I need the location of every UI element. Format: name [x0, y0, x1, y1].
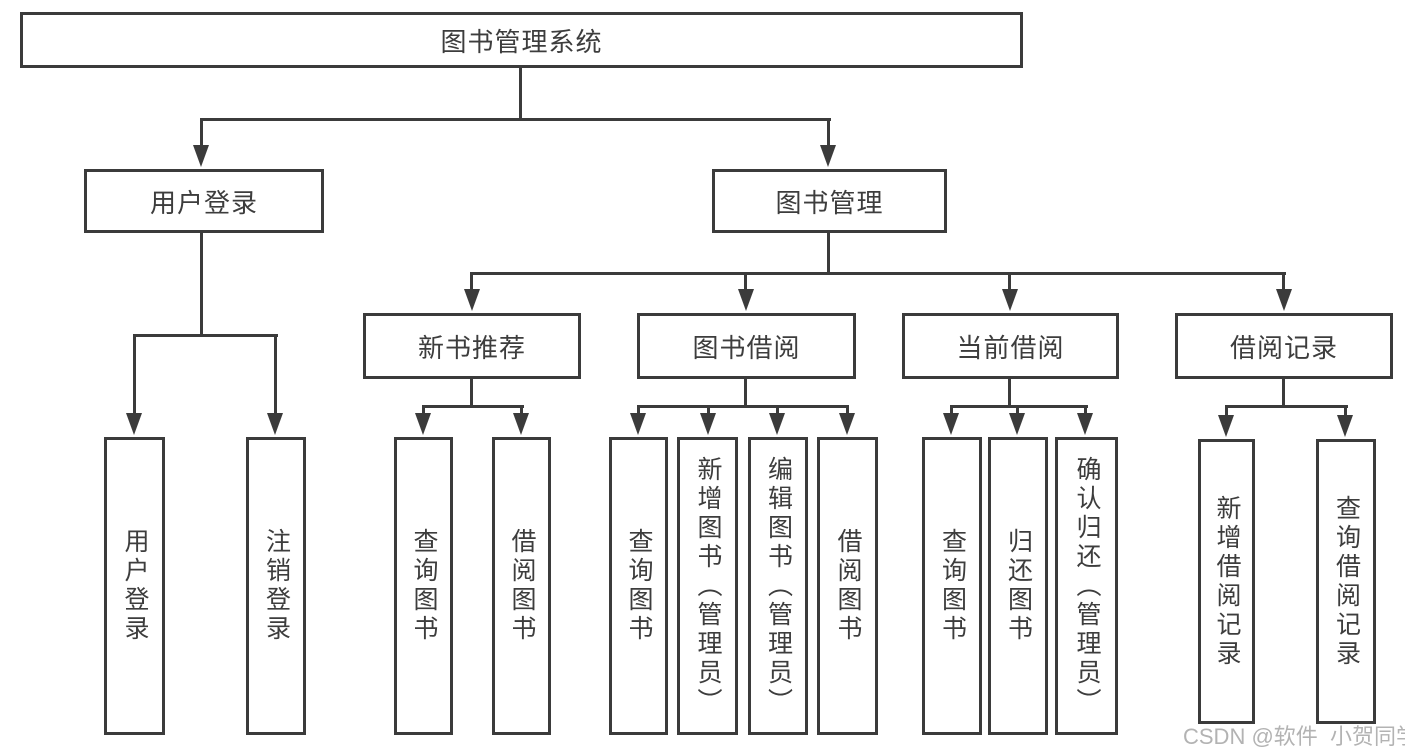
node-current-borrow-label: 当前借阅 [956, 332, 1065, 363]
connector-borrow-stem [744, 272, 747, 290]
leaf-current-query-book-label: 查询图书 [938, 528, 967, 644]
node-user-login: 用户登录 [84, 169, 324, 233]
leaf-user-login-label: 用户登录 [121, 528, 149, 644]
node-current-borrow: 当前借阅 [902, 313, 1119, 379]
connector-bor-borrow-stem [846, 405, 849, 415]
arrow-to-bor-query [630, 413, 646, 435]
connector-recommend-drop [470, 377, 473, 407]
arrow-to-cur-confirm [1077, 413, 1093, 435]
leaf-current-return-book-label: 归还图书 [1004, 528, 1033, 644]
connector-cur-query-stem [950, 405, 953, 415]
connector-user-login-bar [133, 334, 278, 337]
leaf-records-query-record-label: 查询借阅记录 [1332, 494, 1361, 669]
leaf-recommend-query-book-label: 查询图书 [410, 528, 438, 644]
node-book-management-label: 图书管理 [775, 187, 884, 218]
arrow-to-cur-return [1009, 413, 1025, 435]
arrow-to-rec-query [415, 413, 431, 435]
connector-rec-borrow-stem [520, 405, 523, 415]
node-root: 图书管理系统 [20, 12, 1023, 68]
leaf-current-confirm-return-admin: 确认归还（管理员） [1055, 437, 1118, 735]
connector-current-drop [1008, 377, 1011, 407]
node-root-label: 图书管理系统 [440, 26, 603, 57]
node-book-borrow-label: 图书借阅 [692, 332, 801, 363]
connector-borrow-bar [637, 405, 849, 408]
connector-book-mgmt-stem [827, 118, 830, 146]
arrow-to-current [1002, 289, 1018, 311]
leaf-borrow-query-book: 查询图书 [609, 437, 668, 735]
connector-bor-add-stem [707, 405, 710, 415]
arrow-to-user-login [193, 145, 209, 167]
arrow-to-recd-query [1337, 415, 1353, 437]
node-new-book-recommend-label: 新书推荐 [417, 332, 526, 363]
connector-recd-query-stem [1344, 405, 1347, 417]
connector-bor-edit-stem [776, 405, 779, 415]
leaf-recommend-borrow-book-label: 借阅图书 [508, 528, 536, 644]
arrow-to-leaf-logout [267, 413, 283, 435]
connector-book-mgmt-drop [827, 231, 830, 275]
leaf-recommend-borrow-book: 借阅图书 [492, 437, 551, 735]
connector-level3-bar [470, 272, 1286, 275]
connector-root-drop [519, 66, 522, 120]
watermark: CSDN @软件_小贺同学 [1183, 724, 1405, 747]
connector-recommend-stem [470, 272, 473, 290]
connector-leaf-logout-stem [274, 334, 277, 414]
connector-rec-query-stem [422, 405, 425, 415]
connector-user-login-stem [200, 118, 203, 146]
arrow-to-bor-edit [769, 413, 785, 435]
node-user-login-label: 用户登录 [149, 187, 258, 218]
arrow-to-recommend [464, 289, 480, 311]
leaf-records-add-record: 新增借阅记录 [1198, 439, 1255, 724]
node-book-management: 图书管理 [712, 169, 947, 233]
leaf-records-query-record: 查询借阅记录 [1316, 439, 1376, 724]
arrow-to-rec-borrow [513, 413, 529, 435]
leaf-borrow-edit-book-admin: 编辑图书（管理员） [748, 437, 808, 735]
connector-cur-confirm-stem [1084, 405, 1087, 415]
node-book-borrow: 图书借阅 [637, 313, 856, 379]
leaf-borrow-edit-book-admin-label: 编辑图书（管理员） [764, 455, 793, 717]
node-new-book-recommend: 新书推荐 [363, 313, 581, 379]
arrow-to-cur-query [943, 413, 959, 435]
leaf-user-login: 用户登录 [104, 437, 165, 735]
leaf-current-query-book: 查询图书 [922, 437, 982, 735]
leaf-borrow-query-book-label: 查询图书 [625, 528, 653, 644]
arrow-to-bor-borrow [839, 413, 855, 435]
leaf-borrow-add-book-admin: 新增图书（管理员） [677, 437, 738, 735]
connector-borrow-drop [744, 377, 747, 407]
arrow-to-records [1276, 289, 1292, 311]
arrow-to-leaf-login [126, 413, 142, 435]
arrow-to-bor-add [700, 413, 716, 435]
connector-recommend-bar [422, 405, 524, 408]
leaf-current-confirm-return-admin-label: 确认归还（管理员） [1073, 455, 1101, 717]
leaf-recommend-query-book: 查询图书 [394, 437, 453, 735]
leaf-current-return-book: 归还图书 [988, 437, 1048, 735]
connector-user-login-drop [200, 231, 203, 335]
leaf-borrow-add-book-admin-label: 新增图书（管理员） [694, 455, 722, 717]
node-borrow-records: 借阅记录 [1175, 313, 1393, 379]
leaf-logout-login: 注销登录 [246, 437, 306, 735]
node-borrow-records-label: 借阅记录 [1229, 332, 1338, 363]
connector-current-stem [1008, 272, 1011, 290]
connector-bor-query-stem [637, 405, 640, 415]
leaf-logout-login-label: 注销登录 [262, 528, 291, 644]
connector-level2-bar [200, 118, 831, 121]
leaf-borrow-borrow-book: 借阅图书 [817, 437, 878, 735]
arrow-to-borrow [738, 289, 754, 311]
connector-records-stem [1282, 272, 1285, 290]
connector-leaf-login-stem [133, 334, 136, 414]
connector-cur-return-stem [1016, 405, 1019, 415]
leaf-records-add-record-label: 新增借阅记录 [1213, 494, 1241, 669]
leaf-borrow-borrow-book-label: 借阅图书 [834, 528, 862, 644]
connector-current-bar [950, 405, 1088, 408]
connector-recd-add-stem [1225, 405, 1228, 417]
connector-records-drop [1282, 377, 1285, 407]
connector-records-bar [1225, 405, 1348, 408]
arrow-to-recd-add [1218, 415, 1234, 437]
arrow-to-book-mgmt [820, 145, 836, 167]
